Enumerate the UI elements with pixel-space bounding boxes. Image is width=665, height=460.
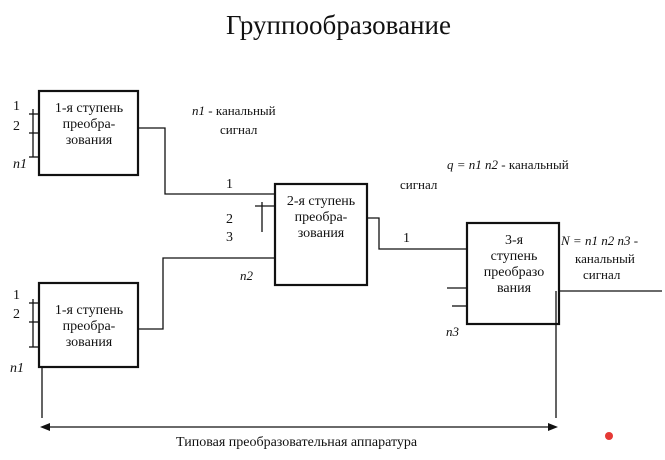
stage3-box: [465, 221, 561, 326]
N-signal-text2: канальный: [575, 251, 635, 266]
stage1-bottom-input-2: 2: [13, 307, 20, 322]
stage1-bottom-line1: 1-я ступень: [54, 303, 124, 318]
stage2-box: [273, 182, 369, 287]
stage1-top-input-1: 1: [13, 99, 20, 114]
stage2-label: 2-я ступень преобра- зования: [276, 194, 366, 242]
n1-signal-label: n1 - канальный: [192, 104, 276, 117]
stage1-top-line1: 1-я ступень: [54, 101, 124, 116]
stage3-input-n: n3: [446, 324, 459, 339]
stage2-input-1: 1: [226, 177, 233, 192]
n1-formula: n1: [192, 103, 205, 118]
stage3-input-1: 1: [403, 231, 410, 246]
stage1-bottom-line2: преобра-: [62, 319, 116, 334]
stage1-top-label: 1-я ступень преобра- зования: [41, 101, 137, 149]
stage1-top-line2: преобра-: [62, 117, 116, 132]
stage2-line3: зования: [297, 226, 345, 241]
stage1-bottom-box: [37, 281, 140, 369]
q-signal-text2: сигнал: [400, 177, 438, 192]
q-formula: q = n1 n2: [447, 157, 499, 172]
stage1-bottom-input-1: 1: [13, 288, 20, 303]
N-text1: -: [630, 233, 639, 248]
stage3-label: 3-я ступень преобразо вания: [469, 233, 559, 297]
stage1-bottom-input-n: n1: [10, 361, 24, 376]
stage3-line4: вания: [496, 281, 532, 296]
stage1-top-line3: зования: [65, 133, 113, 148]
n1-signal-text2: сигнал: [220, 122, 258, 137]
arrow-left-head: [40, 423, 50, 431]
equipment-caption: Типовая преобразовательная аппаратура: [176, 435, 418, 450]
stage2-input-n: n2: [240, 268, 253, 283]
q-text1: - канальный: [498, 157, 569, 172]
q-signal-label: q = n1 n2 - канальный: [447, 158, 569, 171]
stage1-top-input-n: n1: [13, 157, 27, 172]
stage2-line2: преобра-: [294, 210, 348, 225]
page-title: Группообразование: [226, 10, 451, 40]
stage2-input-3: 3: [226, 230, 233, 245]
N-signal-text3: сигнал: [583, 267, 621, 282]
arrow-right-head: [548, 423, 558, 431]
stage3-line1: 3-я: [504, 233, 524, 248]
n1-text1: - канальный: [205, 103, 276, 118]
stage1-bottom-line3: зования: [65, 335, 113, 350]
stage2-input-2: 2: [226, 212, 233, 227]
N-signal-label: N = n1 n2 n3 -: [561, 234, 638, 247]
stage1-bottom-label: 1-я ступень преобра- зования: [41, 303, 137, 351]
stage3-line3: преобразо: [483, 265, 545, 280]
pointer-dot: [605, 432, 613, 440]
stage3-line2: ступень: [490, 249, 538, 264]
N-formula: N = n1 n2 n3: [561, 233, 631, 248]
stage2-line1: 2-я ступень: [286, 194, 356, 209]
stage1-top-input-2: 2: [13, 119, 20, 134]
